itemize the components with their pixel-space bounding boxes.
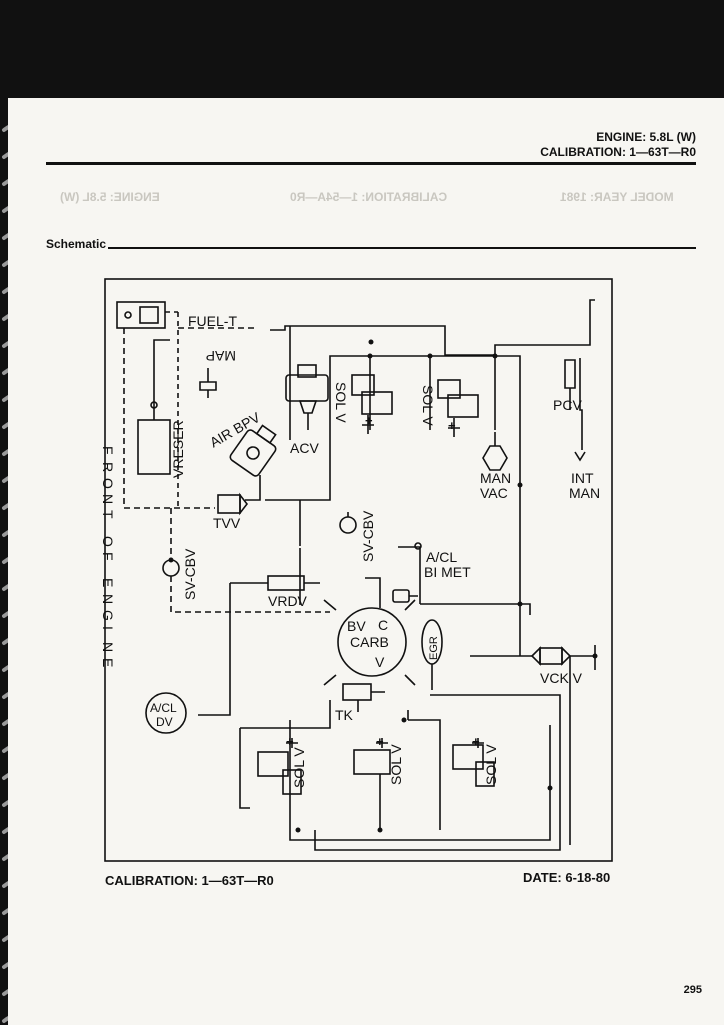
label-man-int: MAN [569, 485, 600, 501]
header-rule [46, 162, 696, 165]
man-vac-fitting [482, 445, 508, 471]
front-of-engine-letter: N [100, 594, 116, 604]
pcv-valve [564, 358, 583, 450]
section-title: Schematic [46, 237, 107, 251]
sol-v-upper-left [351, 374, 375, 396]
label-pcv: PCV [553, 397, 582, 413]
label-carb: CARB [350, 634, 389, 650]
schematic-frame [104, 278, 613, 862]
svg-text:+: + [365, 413, 373, 428]
front-of-engine-letter: R [100, 462, 116, 472]
label-tvv: TVV [213, 515, 241, 531]
front-of-engine-letter: O [100, 536, 116, 547]
a-cl-bimet-line [398, 546, 421, 604]
svg-text:+: + [376, 734, 384, 749]
front-of-engine-letter: E [100, 578, 116, 587]
footer-date: DATE: 6-18-80 [523, 870, 611, 885]
label-sol-v-upper-left: SOL V [333, 382, 349, 423]
manual-page [8, 98, 724, 1025]
label-sv-cbv-right: SV-CBV [360, 510, 376, 562]
label-vac: VAC [480, 485, 508, 501]
label-fuel-t: FUEL-T [188, 313, 237, 329]
sol-v-lower-left [257, 751, 289, 777]
label-egr: EGR [428, 636, 440, 660]
label-map: MAP [206, 348, 236, 364]
front-of-engine-letter: T [100, 510, 116, 519]
label-carb-v: V [375, 654, 385, 670]
label-vrdv: VRDV [268, 593, 308, 609]
label-sv-cbv-left: SV-CBV [182, 548, 198, 600]
acv-valve [285, 374, 329, 402]
front-of-engine-letter: F [100, 552, 116, 561]
label-carb-c: C [378, 617, 388, 633]
tk-actuator [342, 683, 372, 701]
label-sol-v-lower-left: SOL V [291, 747, 307, 788]
vreser-box [137, 419, 171, 475]
tvv-valve [217, 494, 241, 514]
junction-dots [168, 339, 598, 833]
label-carb-bv: BV [347, 618, 366, 634]
label-tk: TK [335, 707, 354, 723]
label-bimet: BI MET [424, 564, 471, 580]
a-cl-dv [145, 692, 187, 734]
footer-calibration: CALIBRATION: 1—63T—R0 [105, 873, 274, 888]
calibration-label: CALIBRATION: 1—63T—R0 [540, 145, 696, 159]
sol-v-upper-right [437, 379, 461, 399]
front-of-engine-letter: F [100, 446, 116, 455]
sol-v-lower-mid [353, 749, 391, 775]
label-int: INT [571, 470, 594, 486]
svg-text:+: + [448, 418, 456, 433]
sol-v-lower-right [452, 744, 484, 770]
sv-cbv-right-symbol [339, 516, 357, 534]
label-vreser: VRESER [170, 420, 186, 478]
label-sol-v-lower-right: SOL V [483, 744, 499, 785]
vck-v-valve [539, 647, 563, 665]
front-of-engine-letter: G [100, 610, 116, 621]
svg-text:+: + [472, 734, 480, 749]
svg-text:+: + [286, 734, 294, 749]
map-sensor [199, 368, 217, 398]
carburetor [337, 607, 407, 677]
label-sol-v-upper-right: SOL V [420, 385, 436, 426]
label-a-cl-dv-2: DV [156, 715, 173, 729]
label-sol-v-lower-mid: SOL V [388, 744, 404, 785]
label-vck-v: VCK V [540, 670, 583, 686]
plus-signs: + + + + + [286, 413, 480, 749]
front-of-engine-letter: I [100, 626, 116, 630]
section-rule [108, 247, 696, 249]
front-of-engine-letter: N [100, 494, 116, 504]
front-of-engine-letter: E [100, 658, 116, 667]
front-of-engine-letter: O [100, 478, 116, 489]
label-a-cl-dv-1: A/CL [150, 701, 177, 715]
label-acv: ACV [290, 440, 319, 456]
fuel-t-tank [116, 301, 166, 329]
air-bpv [229, 424, 277, 477]
front-of-engine-letter: N [100, 642, 116, 652]
vrdv-valve [267, 575, 305, 591]
label-a-cl: A/CL [426, 549, 457, 565]
engine-label: ENGINE: 5.8L (W) [596, 130, 696, 144]
page-number: 295 [683, 984, 702, 996]
label-man: MAN [480, 470, 511, 486]
label-air-bpv: AIR BPV [207, 409, 263, 451]
